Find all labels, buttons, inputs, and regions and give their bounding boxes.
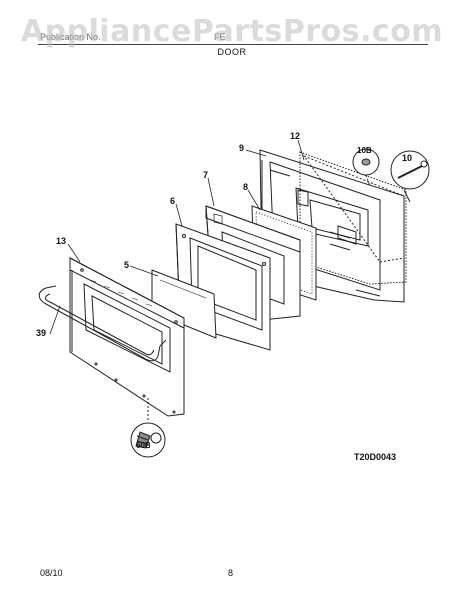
drawing-code: T20D0043 xyxy=(354,452,397,462)
page-number: 8 xyxy=(228,568,234,578)
header-rule xyxy=(38,44,428,45)
section-title: DOOR xyxy=(217,47,247,57)
callout-screw: 60B xyxy=(136,441,151,450)
callout-hinge-receptacle: 10B xyxy=(357,146,372,155)
outer-panel-part xyxy=(69,257,185,417)
callout-door-seal: 12 xyxy=(290,131,300,141)
door-seal-part xyxy=(299,151,407,285)
callout-outer-panel: 13 xyxy=(56,236,66,246)
callout-window-glass: 5 xyxy=(124,260,129,270)
callout-handle: 39 xyxy=(36,328,46,338)
callout-hinge: 10 xyxy=(402,153,412,163)
callout-insulation: 8 xyxy=(243,182,248,192)
hinge-part xyxy=(352,148,430,203)
callout-inner-door: 9 xyxy=(239,143,244,153)
callout-inner-frame: 6 xyxy=(170,196,175,206)
callout-insulation-frame: 7 xyxy=(203,170,208,180)
footer-date: 08/10 xyxy=(40,568,63,578)
window-glass-part xyxy=(151,269,217,339)
screw-part xyxy=(130,398,166,458)
leader-lines xyxy=(49,139,305,335)
publication-number: Publication No. xyxy=(40,32,101,42)
model-number: FE xyxy=(214,32,226,42)
handle-part xyxy=(38,285,167,362)
